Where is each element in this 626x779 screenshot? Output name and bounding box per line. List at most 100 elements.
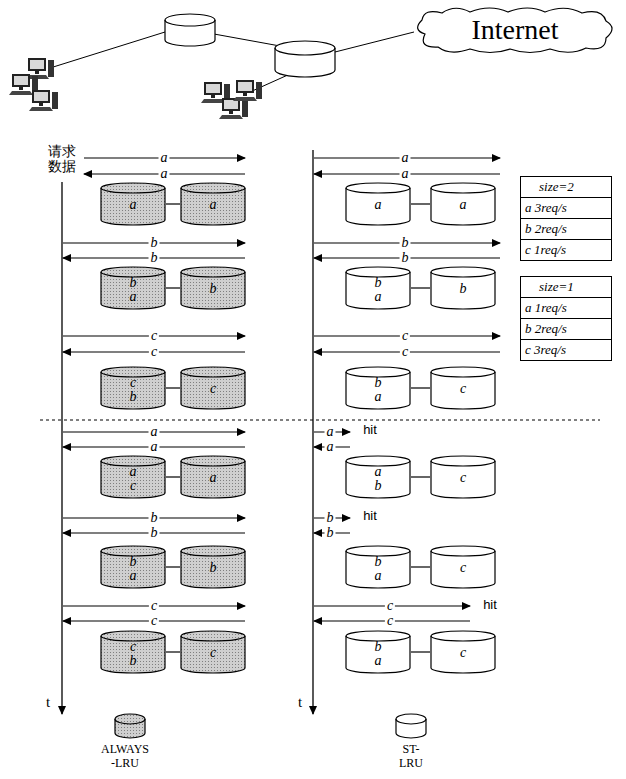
cache-cylinder: ba (100, 545, 166, 589)
request-item: c (149, 328, 159, 343)
cache-cylinder: c (180, 366, 246, 410)
cylinder-contents: c (430, 366, 496, 396)
rate-table: size=2a 3req/sb 2req/sc 1req/s (520, 176, 612, 261)
request-item: c (149, 344, 159, 359)
hit-note: hit (481, 598, 499, 612)
cached-item: a (345, 290, 411, 304)
cache-cylinder: a (430, 182, 496, 226)
cylinder-contents: a (180, 182, 246, 212)
table-cell: a 3req/s (521, 197, 611, 218)
cache-cylinder: b (180, 266, 246, 310)
cylinder-contents: ba (100, 545, 166, 583)
cache-cylinder: c (430, 455, 496, 499)
cached-item: c (430, 646, 496, 660)
legend-label: ALWAYS-LRU (101, 742, 149, 770)
cached-item: a (180, 198, 246, 212)
network-link (50, 32, 165, 68)
request-item: b (149, 510, 160, 525)
request-item: a (325, 424, 336, 439)
cached-item: c (100, 376, 166, 390)
cylinder-contents: ba (345, 266, 411, 304)
cached-item: c (430, 382, 496, 396)
request-item: c (149, 598, 159, 613)
cached-item: b (430, 282, 496, 296)
cylinder-contents: c (430, 455, 496, 485)
cached-item: b (345, 376, 411, 390)
request-item: c (149, 613, 159, 628)
cache-link (166, 651, 180, 652)
hit-note: hit (361, 423, 379, 437)
request-item: a (149, 439, 160, 454)
request-arrows (63, 158, 500, 621)
cached-item: a (345, 198, 411, 212)
cache-cylinder: ba (345, 366, 411, 410)
cache-cylinder: a (100, 182, 166, 226)
request-item: a (159, 150, 170, 165)
network-caches (165, 14, 335, 77)
cached-item: a (345, 390, 411, 404)
cache-link (411, 566, 430, 567)
cylinder-contents: c (180, 630, 246, 660)
cylinder-contents: a (100, 182, 166, 212)
cylinder-contents: ab (345, 455, 411, 493)
axis-caption: 请求 数据 (47, 144, 77, 174)
cached-item: a (100, 465, 166, 479)
cylinder-contents: ba (100, 266, 166, 304)
cache-cylinder: ac (100, 455, 166, 499)
cache-link (411, 651, 430, 652)
table-cell: b 2req/s (521, 218, 611, 239)
legend-cylinder (396, 714, 426, 738)
cached-item: b (345, 276, 411, 290)
legend-samples (115, 714, 426, 738)
cache-cylinder: ba (345, 630, 411, 674)
rate-table: size=1a 1req/sb 2req/sc 3req/s (520, 276, 612, 361)
cache-link (166, 387, 180, 388)
request-item: b (149, 250, 160, 265)
table-cell: c 1req/s (521, 239, 611, 260)
legend-cylinder (115, 714, 145, 738)
table-cell: c 3req/s (521, 339, 611, 360)
request-item: a (159, 166, 170, 181)
time-label: t (296, 694, 304, 711)
cached-item: c (430, 471, 496, 485)
request-item: b (400, 235, 411, 250)
cached-item: c (180, 646, 246, 660)
cylinder-contents: b (180, 545, 246, 575)
cache-link (411, 287, 430, 288)
cached-item: a (430, 198, 496, 212)
request-item: a (400, 150, 411, 165)
request-item: c (400, 344, 410, 359)
cylinder-contents: ba (345, 630, 411, 668)
time-axis (61, 182, 62, 714)
cache-link (411, 476, 430, 477)
cylinder-contents: ba (345, 545, 411, 583)
legend-label: ST-LRU (394, 742, 428, 770)
request-item: b (325, 525, 336, 540)
cached-item: b (180, 282, 246, 296)
request-item: b (149, 235, 160, 250)
cylinder-contents: cb (100, 366, 166, 404)
cached-item: b (345, 555, 411, 569)
request-item: c (400, 328, 410, 343)
cached-item: b (100, 555, 166, 569)
cylinder-contents: ba (345, 366, 411, 404)
cylinder-contents: c (430, 630, 496, 660)
cached-item: c (100, 479, 166, 493)
cached-item: a (100, 198, 166, 212)
table-cell: size=1 (521, 277, 611, 297)
cache-cylinder: c (430, 630, 496, 674)
cache-link (166, 476, 180, 477)
cached-item: a (345, 465, 411, 479)
request-item: b (400, 250, 411, 265)
cached-item: a (345, 569, 411, 583)
request-item: a (400, 166, 411, 181)
client-computers (9, 58, 262, 119)
cached-item: b (345, 640, 411, 654)
hit-note: hit (361, 509, 379, 523)
cloud-label: Internet (471, 14, 558, 46)
cylinder-contents: b (180, 266, 246, 296)
cache-cylinder: c (430, 366, 496, 410)
cylinder-contents: a (345, 182, 411, 212)
